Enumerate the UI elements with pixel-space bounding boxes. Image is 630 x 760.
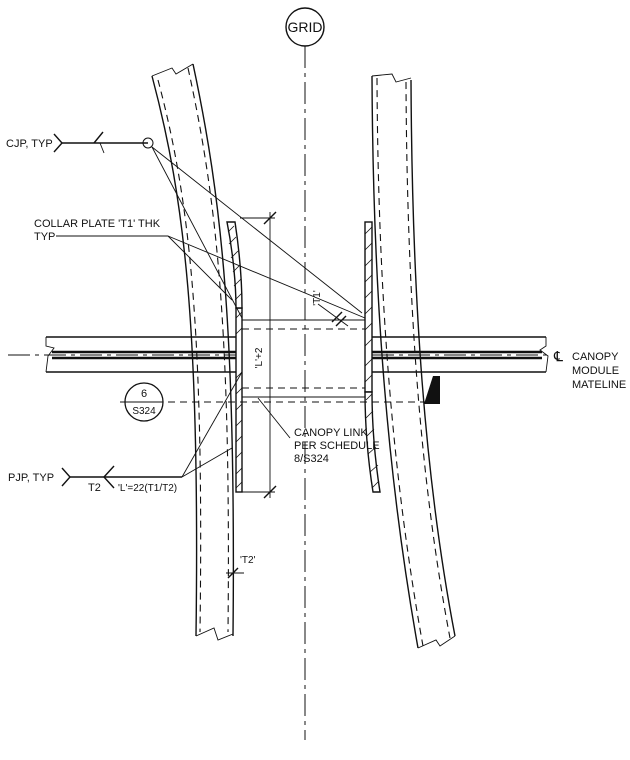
centerline-symbol: ℄: [553, 348, 563, 364]
section-arrow-icon: [424, 376, 440, 404]
pjp-label: PJP, TYP: [8, 472, 54, 484]
canopy-link: [242, 319, 365, 398]
section-number: 6: [141, 388, 147, 400]
grid-bubble: GRID: [285, 7, 325, 47]
t2-dimension: 'T2': [226, 555, 256, 579]
canopy-link-label-2: PER SCHEDULE: [294, 440, 380, 452]
t1-label: 'T1': [312, 290, 323, 306]
canopy-label-1: CANOPY: [572, 351, 619, 363]
canopy-label-3: MATELINE: [572, 379, 626, 391]
left-collar-plate: [226, 221, 243, 493]
l-plus-2-label: 'L'+2: [254, 347, 265, 368]
cjp-callout: CJP, TYP: [6, 131, 363, 319]
section-sheet: S324: [132, 406, 156, 417]
collar-plate-callout: COLLAR PLATE 'T1' THK TYP: [34, 218, 366, 319]
t1-dimension: 'T1': [312, 290, 349, 327]
mateline-label: ℄ CANOPY MODULE MATELINE: [553, 348, 626, 391]
cjp-label: CJP, TYP: [6, 138, 53, 150]
canopy-beam-right: [372, 336, 549, 373]
right-collar-plate: [364, 221, 381, 493]
canopy-link-label-1: CANOPY LINK: [294, 427, 368, 439]
canopy-link-callout: CANOPY LINK PER SCHEDULE 8/S324: [257, 397, 380, 465]
t2-weld-label: T2: [88, 482, 101, 494]
dimension-l-plus-2: 'L'+2: [240, 211, 277, 499]
canopy-link-label-3: 8/S324: [294, 453, 329, 465]
right-curved-member: [371, 73, 456, 649]
collar-plate-label-1: COLLAR PLATE 'T1' THK: [34, 218, 161, 230]
section-marker: 6 S324: [120, 376, 440, 422]
canopy-label-2: MODULE: [572, 365, 619, 377]
pjp-callout: PJP, TYP T2 'L'=22(T1/T2): [8, 371, 243, 494]
left-curved-member: [151, 63, 235, 641]
l-formula-label: 'L'=22(T1/T2): [118, 483, 177, 494]
grid-label: GRID: [288, 19, 323, 35]
collar-plate-label-2: TYP: [34, 231, 55, 243]
t2-label: 'T2': [240, 555, 256, 566]
canopy-beam-left: [45, 336, 236, 373]
